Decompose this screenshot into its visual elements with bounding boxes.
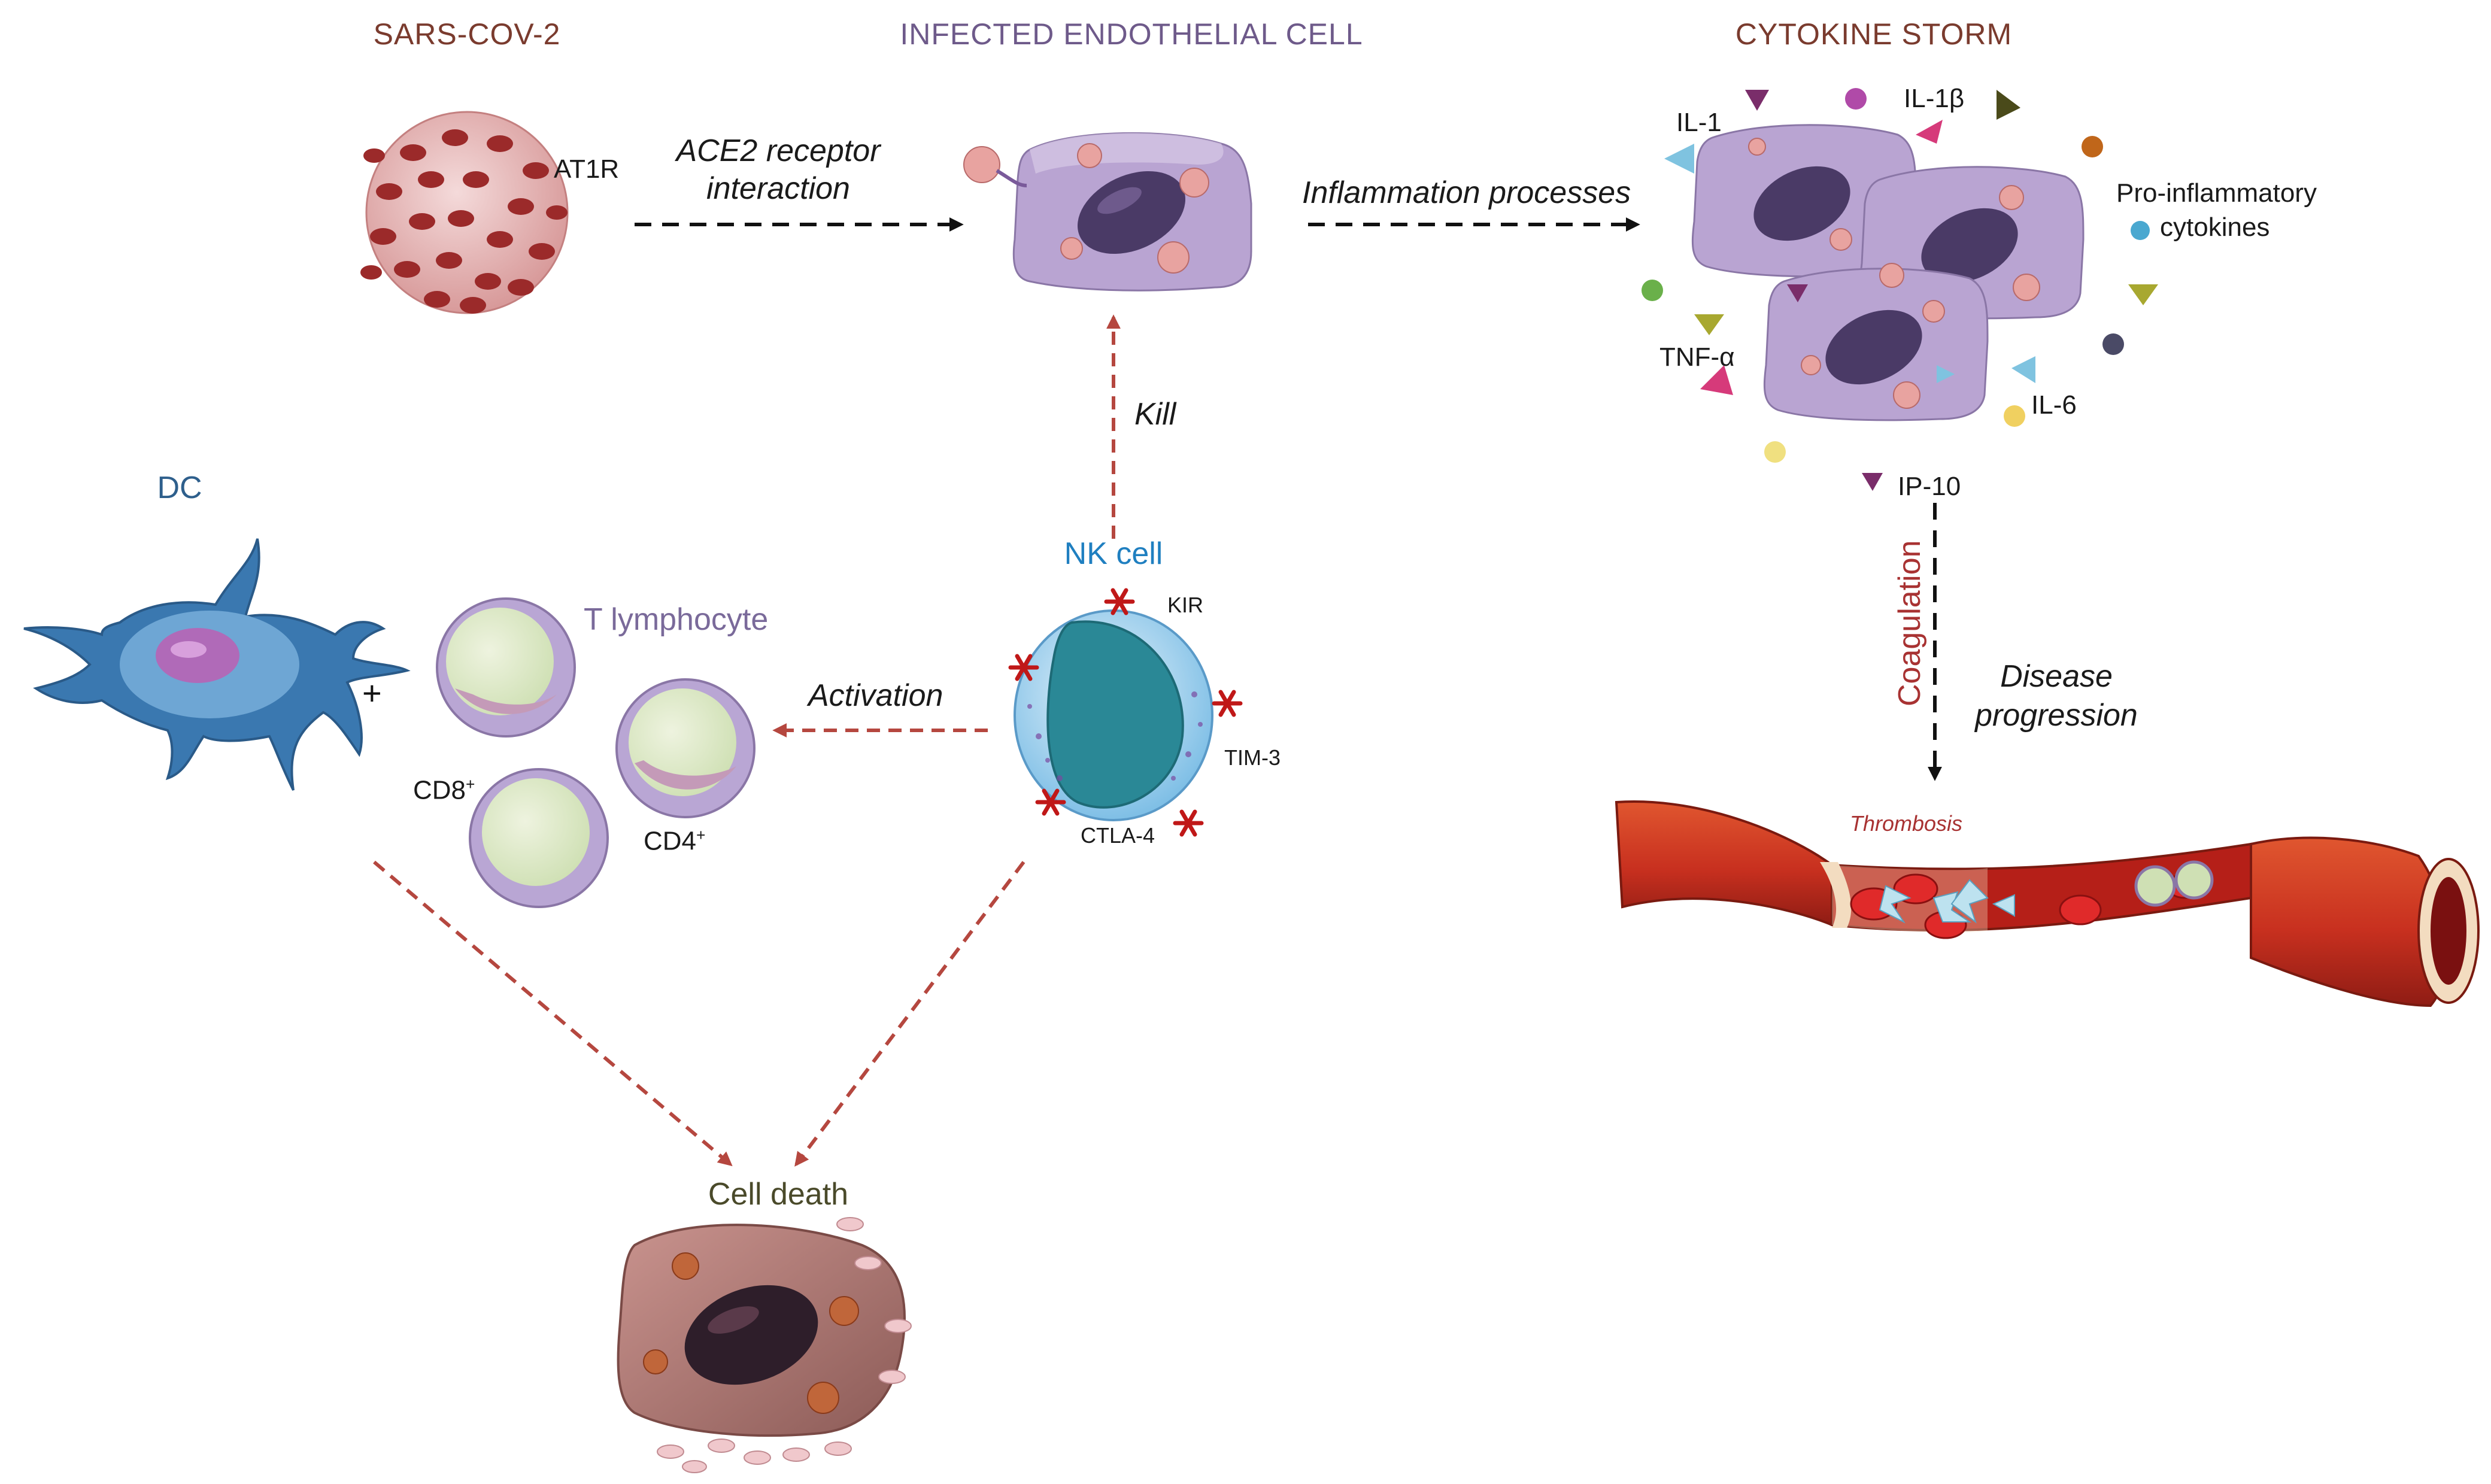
header-infected-endothelial-cell: INFECTED ENDOTHELIAL CELL [900,17,1363,51]
t-lymphocyte-label: T lymphocyte [584,602,769,637]
ctla4-label: CTLA-4 [1081,823,1155,848]
cd8-label: CD8+ [413,775,475,806]
cd8-text: CD8 [413,775,466,805]
pro-inflammatory-line2: cytokines [2160,213,2270,242]
inflammation-label: Inflammation processes [1302,175,1631,210]
receptor-stars [1008,588,1243,837]
cytokine-il1b: IL-1β [1904,84,1965,113]
t-cell-cd8 [469,768,609,908]
t-cell-cd4 [615,678,756,818]
cytokine-particles [1642,88,2158,491]
coagulation-label: Coagulation [1892,540,1927,706]
header-sars-cov-2: SARS-COV-2 [374,17,561,51]
t-lymphocytes-graphic [436,597,756,908]
cytokine-il1: IL-1 [1676,108,1722,137]
cytokine-ip10: IP-10 [1898,472,1961,501]
thrombosis-label: Thrombosis [1850,811,1963,836]
kir-label: KIR [1167,593,1204,617]
dying-cell-graphic [617,1217,912,1473]
cytokine-il6: IL-6 [2031,390,2077,420]
pro-inflammatory-line1: Pro-inflammatory [2116,178,2317,208]
plus-sign: + [362,674,382,712]
ace2-label-line1: ACE2 receptor [676,133,881,168]
cd4-text: CD4 [644,826,697,856]
infected-endothelial-cell [963,132,1252,292]
cytokine-storm-cells [1691,124,2085,421]
ace2-label-line2: interaction [706,171,850,206]
blood-vessel-graphic [1615,800,2480,1007]
cd4-label: CD4+ [644,826,705,857]
nk-cell-label: NK cell [1064,536,1163,571]
cd4-superscript: + [696,826,706,844]
disease-progression-line2: progression [1975,698,2138,733]
cytokine-tnfa: TNF-α [1659,342,1735,372]
arrow-nk-to-death [794,861,1025,1167]
cd8-superscript: + [466,775,475,793]
header-cell-text: INFECTED ENDOTHELIAL CELL [900,17,1363,51]
disease-progression-line1: Disease [2000,659,2113,694]
header-virus-text: SARS-COV-2 [373,17,561,51]
dc-label: DC [157,471,202,505]
header-storm-text: CYTOKINE STORM [1735,17,2013,51]
dendritic-cell-graphic [23,538,411,791]
nk-cell-graphic [1008,588,1243,837]
header-cytokine-storm: CYTOKINE STORM [1735,17,2012,51]
activation-label: Activation [808,678,943,713]
t-cell-top [436,597,576,738]
tim3-label: TIM-3 [1224,745,1281,770]
virus-graphic [360,111,569,314]
arrow-t-to-death [373,860,733,1167]
at1r-label: AT1R [554,154,620,184]
kill-label: Kill [1134,397,1176,432]
leukocytes [2134,860,2214,907]
cell-death-label: Cell death [708,1177,849,1212]
